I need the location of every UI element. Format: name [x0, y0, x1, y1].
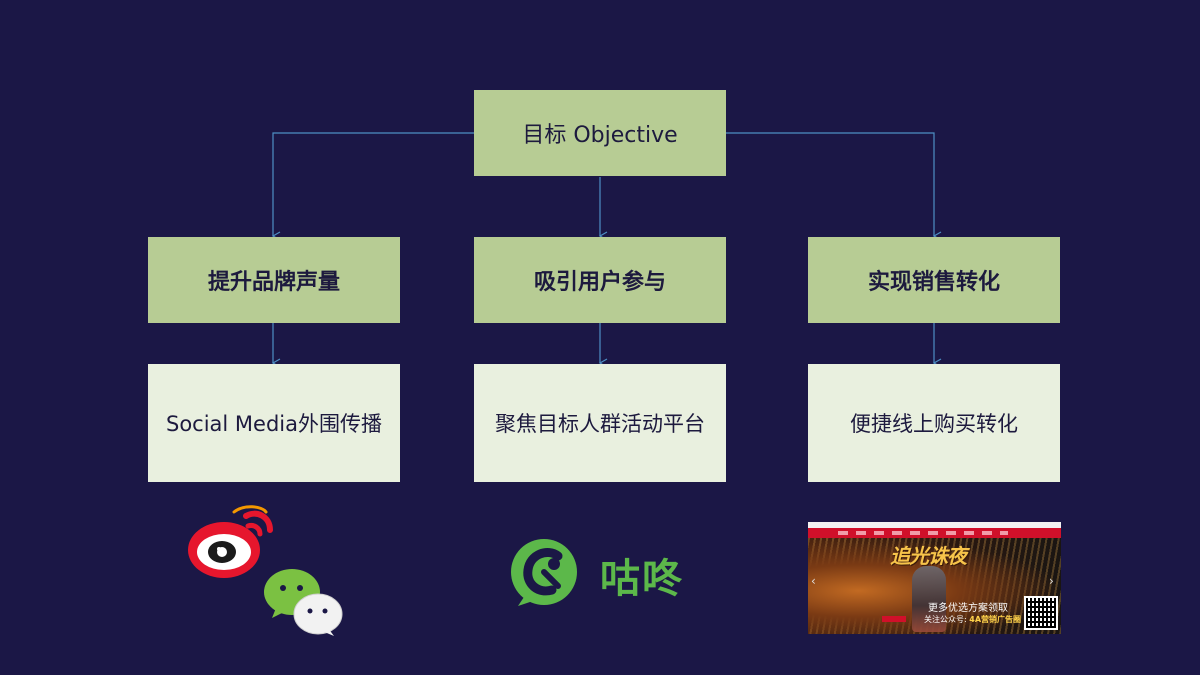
site-nav-items — [838, 531, 1008, 535]
goal-box-brand-awareness: 提升品牌声量 — [148, 237, 400, 323]
objective-label: 目标 Objective — [522, 123, 678, 148]
strategy-box-social-media: Social Media外围传播 — [148, 364, 400, 482]
goal-label: 实现销售转化 — [867, 270, 1000, 295]
connector-objective-to-goal-3 — [726, 132, 942, 241]
weibo-logo-icon — [188, 505, 273, 578]
site-hero-button — [882, 616, 906, 622]
goal-box-user-engagement: 吸引用户参与 — [474, 237, 726, 323]
qr-code-icon — [1024, 596, 1058, 630]
wechat-logo-icon — [264, 569, 343, 636]
goal-label: 吸引用户参与 — [533, 270, 666, 295]
site-hero-figure — [912, 566, 946, 632]
carousel-prev-icon: ‹ — [811, 574, 816, 588]
goal-box-sales-conversion: 实现销售转化 — [808, 237, 1060, 323]
goal-label: 提升品牌声量 — [207, 270, 340, 295]
strategy-label: 聚焦目标人群活动平台 — [495, 412, 705, 436]
watermark-line1: 更多优选方案领取 — [928, 603, 1008, 614]
gudong-logo-icon — [511, 539, 577, 606]
strategy-label: Social Media外围传播 — [165, 412, 382, 436]
objective-box: 目标 Objective — [474, 90, 726, 176]
connector-objective-to-goal-1 — [271, 132, 474, 241]
watermark-highlight: 4A营销广告圈 — [969, 615, 1022, 624]
gudong-brand-name: 咕咚 — [600, 556, 684, 602]
site-hero-headline: 追光诛夜 — [890, 544, 967, 568]
ecommerce-site-screenshot: 追光诛夜 ‹ › 更多优选方案领取 关注公众号: 4A营销广告圈 — [808, 522, 1061, 634]
watermark-line2: 关注公众号: 4A营销广告圈 — [924, 614, 1021, 625]
strategy-box-online-purchase: 便捷线上购买转化 — [808, 364, 1060, 482]
site-top-bar — [808, 522, 1061, 528]
strategy-label: 便捷线上购买转化 — [850, 412, 1018, 436]
strategy-box-activity-platform: 聚焦目标人群活动平台 — [474, 364, 726, 482]
carousel-next-icon: › — [1049, 574, 1054, 588]
watermark-prefix: 关注公众号: — [924, 615, 967, 624]
